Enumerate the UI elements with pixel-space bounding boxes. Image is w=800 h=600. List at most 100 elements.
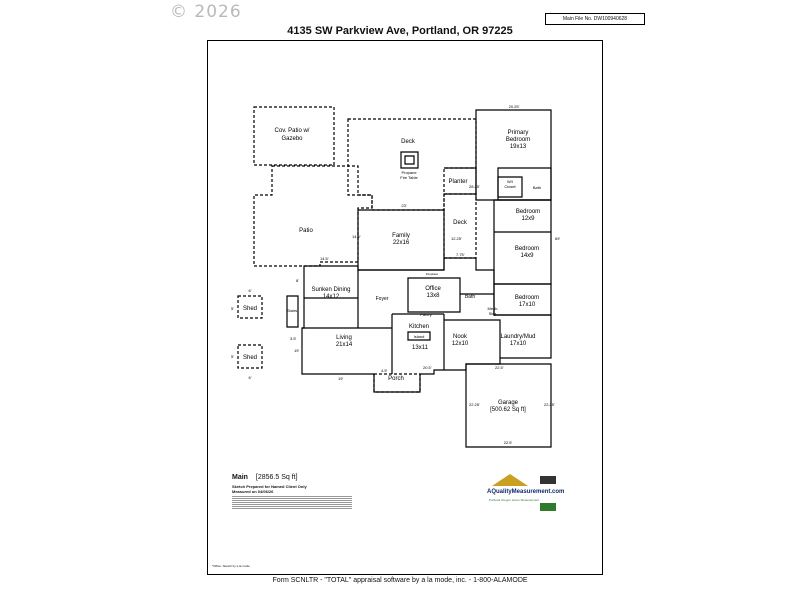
fireplace-label: Fireplace [426,272,439,276]
fine-print-block [232,495,352,509]
family-label: Family [392,233,410,239]
logo-mark [492,474,556,511]
svg-text:4.5': 4.5' [381,368,388,373]
logo-tagline: Portland Oregon Home Measurement [489,498,540,502]
porch-label: Porch [388,376,404,382]
bath2-label: Bath [465,294,476,300]
stairs-outline [286,295,299,328]
summary-heading: Main [232,474,248,481]
svg-text:23': 23' [401,203,406,208]
svg-text:12.25': 12.25' [451,236,462,241]
fire-table-label-1: Propane [401,170,417,175]
bed2-size: 12x9 [521,216,535,222]
bath-label: Bath [533,185,541,190]
summary-area: [2856.5 Sq ft] [255,474,298,481]
copyright-watermark: © 2026 [170,2,242,22]
svg-text:69': 69' [555,236,560,241]
svg-text:22.25': 22.25' [544,402,555,407]
family-size: 22x16 [393,240,410,246]
patio-outline [253,165,373,267]
sketch-note: *Office: Sketch by a la mode [212,564,250,568]
svg-text:7.75': 7.75' [456,252,465,257]
deck-mid-outline [443,193,477,259]
svg-text:14.5': 14.5' [320,256,329,261]
mech-label-1: Mech. [488,306,499,311]
fire-table-label-2: Fire Table [400,175,418,180]
svg-text:6': 6' [249,375,252,380]
bed4-label: Bedroom [515,295,539,301]
bed2-label: Bedroom [516,209,540,215]
shed1-outline [237,295,263,319]
sunken-dining-label: Sunken Dining [311,287,350,293]
island-outline [407,331,431,341]
bed4-size: 17x10 [519,302,536,308]
page-title: 4135 SW Parkview Ave, Portland, OR 97225 [287,25,513,37]
planter-label: Planter [448,179,467,185]
living-label: Living [336,335,352,341]
planter-outline [444,167,477,195]
wi-closet-label-2: Closet [504,184,516,189]
summary-line2: Measured on 04/06/26 [232,489,274,494]
svg-text:22.25': 22.25' [469,402,480,407]
svg-text:5': 5' [231,306,234,311]
svg-text:22.5': 22.5' [504,440,513,445]
laundry-size: 17x10 [510,341,527,347]
primary-bedroom-label: Bedroom [506,137,530,143]
dimension-labels: 20.25' 23' 12.25' 14.5' 14.5' 7.75' 8' 6… [231,104,560,445]
office-label: Office [425,286,441,292]
island-label: Island [414,334,425,339]
garage-outline [465,363,552,448]
sunken-dining-size: 14x12 [323,294,340,300]
primary-size: 19x13 [510,144,527,150]
office-size: 13x8 [426,293,440,299]
svg-text:8': 8' [296,278,299,283]
cov-patio-outline [253,106,335,166]
living-size: 21x14 [336,342,353,348]
fire-table-outline [400,151,419,169]
svg-text:22.5': 22.5' [495,365,504,370]
foyer-label: Foyer [376,296,389,302]
summary-line1: Sketch Prepared for Named Client Only [232,484,307,489]
svg-text:5': 5' [231,354,234,359]
porch-outline [373,373,421,393]
mech-label-2: Strg. [489,311,497,316]
sketch-frame [207,40,603,575]
svg-text:3.5': 3.5' [290,336,297,341]
kitchen-label: Kitchen [409,324,429,330]
garage-label: Garage [498,400,519,406]
summary-block: Main [2856.5 Sq ft] [232,474,298,481]
plan-walls [237,106,552,448]
bed3-label: Bedroom [515,246,539,252]
svg-text:19': 19' [338,376,343,381]
kitchen-size: 13x11 [412,345,429,351]
shed2-label: Shed [243,355,257,361]
file-number-box: Main File No. DW100940628 [545,13,645,25]
office-outline [407,277,461,313]
shed1-label: Shed [243,306,257,312]
primary-label: Primary [508,130,529,136]
svg-text:20.25': 20.25' [509,104,520,109]
deck-mid-label: Deck [453,220,468,226]
wi-closet-outline [497,176,523,198]
pantry-label: Pantry [420,312,432,317]
footer-text: Form SCNLTR - "TOTAL" appraisal software… [272,577,528,584]
patio-label: Patio [299,228,313,234]
svg-text:28.25': 28.25' [469,184,480,189]
svg-text:6': 6' [249,288,252,293]
wi-closet-label-1: W/I [507,179,513,184]
deck-top-label: Deck [401,139,416,145]
svg-text:19': 19' [294,348,299,353]
garage-area: [500.62 Sq ft] [490,407,526,413]
laundry-label: Laundry/Mud [500,334,535,340]
svg-text:14.5': 14.5' [352,234,361,239]
shed2-outline [237,344,263,369]
nook-size: 12x10 [452,341,469,347]
cov-patio-label: Cov. Patio w/ [275,128,310,134]
logo-name: AQualityMeasurement.com [487,489,565,495]
bed3-size: 14x9 [520,253,534,259]
gazebo-label: Gazebo [281,136,303,142]
stairs-label: Stairs [287,308,297,313]
svg-text:20.5': 20.5' [423,365,432,370]
nook-label: Nook [453,334,468,340]
